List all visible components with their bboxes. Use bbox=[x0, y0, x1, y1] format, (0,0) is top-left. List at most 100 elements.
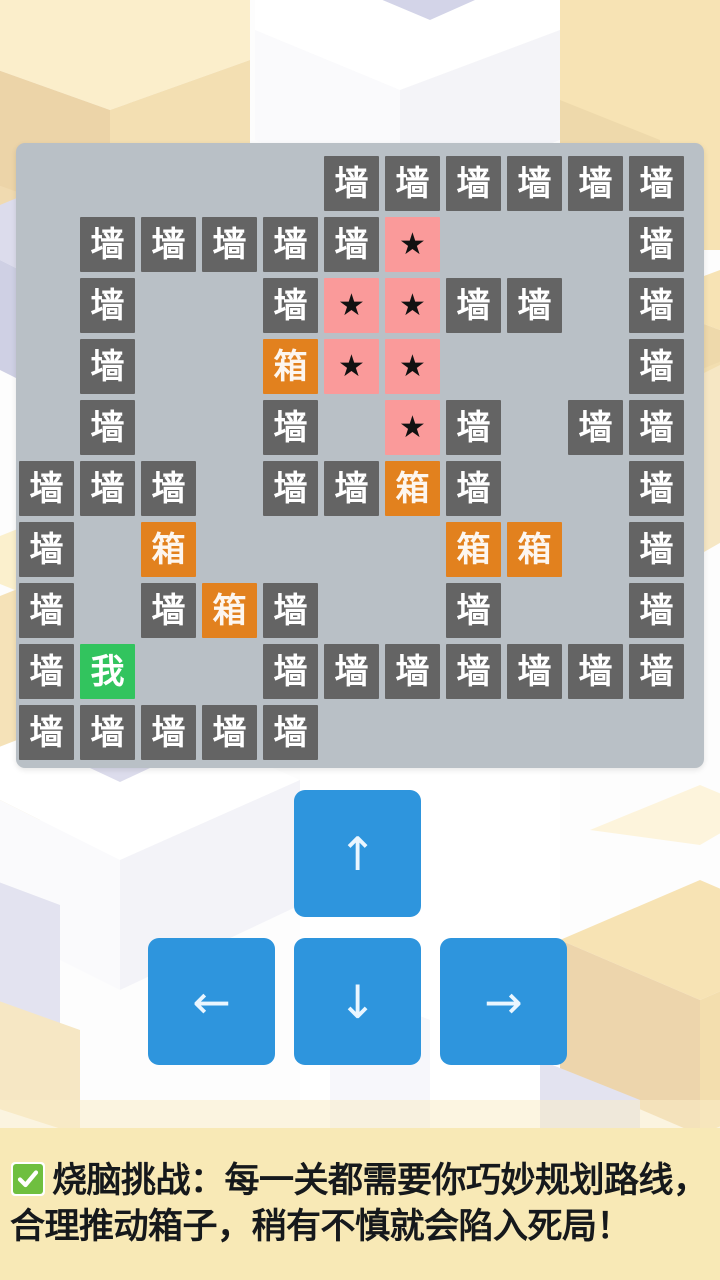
arrow-up-icon: ↑ bbox=[338, 826, 377, 881]
grid-cell-star: ★ bbox=[382, 214, 443, 275]
cell-label-empty bbox=[202, 400, 257, 455]
cell-label-wall: 墙 bbox=[629, 339, 684, 394]
cell-label-empty bbox=[202, 461, 257, 516]
grid-cell-empty bbox=[260, 519, 321, 580]
grid-cell-wall: 墙 bbox=[626, 214, 687, 275]
cell-label-wall: 墙 bbox=[629, 583, 684, 638]
grid-cell-wall: 墙 bbox=[16, 702, 77, 763]
cell-label-wall: 墙 bbox=[80, 339, 135, 394]
grid-cell-star: ★ bbox=[382, 397, 443, 458]
cell-label-empty bbox=[629, 705, 684, 760]
move-down-button[interactable]: ↓ bbox=[294, 938, 421, 1065]
grid-cell-star: ★ bbox=[382, 275, 443, 336]
grid-cell-wall: 墙 bbox=[16, 458, 77, 519]
cell-label-box: 箱 bbox=[385, 461, 440, 516]
grid-cell-empty bbox=[504, 336, 565, 397]
grid-cell-empty bbox=[138, 153, 199, 214]
cell-label-empty bbox=[568, 217, 623, 272]
grid-cell-wall: 墙 bbox=[504, 641, 565, 702]
grid-cell-empty bbox=[199, 519, 260, 580]
cell-label-empty bbox=[507, 705, 562, 760]
cell-label-wall: 墙 bbox=[141, 583, 196, 638]
grid-cell-wall: 墙 bbox=[626, 641, 687, 702]
cell-label-empty bbox=[568, 583, 623, 638]
grid-cell-empty bbox=[565, 580, 626, 641]
cell-label-wall: 墙 bbox=[263, 217, 318, 272]
white-check-mark-icon bbox=[11, 1161, 45, 1196]
move-right-button[interactable]: → bbox=[440, 938, 567, 1065]
grid-cell-box: 箱 bbox=[382, 458, 443, 519]
caption-banner: 烧脑挑战：每一关都需要你巧妙规划路线，合理推动箱子，稍有不慎就会陷入死局！ bbox=[0, 1128, 720, 1280]
grid-cell-wall: 墙 bbox=[260, 641, 321, 702]
grid-cell-wall: 墙 bbox=[260, 275, 321, 336]
move-left-button[interactable]: ← bbox=[148, 938, 275, 1065]
cell-label-wall: 墙 bbox=[385, 156, 440, 211]
grid-cell-wall: 墙 bbox=[16, 519, 77, 580]
grid-cell-wall: 墙 bbox=[565, 641, 626, 702]
grid-cell-wall: 墙 bbox=[321, 641, 382, 702]
grid-cell-empty bbox=[565, 702, 626, 763]
grid-cell-wall: 墙 bbox=[504, 275, 565, 336]
cell-label-empty bbox=[507, 461, 562, 516]
cell-label-wall: 墙 bbox=[80, 278, 135, 333]
arrow-left-icon: ← bbox=[192, 974, 231, 1029]
grid-cell-wall: 墙 bbox=[382, 641, 443, 702]
grid-cell-wall: 墙 bbox=[504, 153, 565, 214]
grid-cell-wall: 墙 bbox=[565, 397, 626, 458]
grid-cell-wall: 墙 bbox=[626, 458, 687, 519]
cell-label-empty bbox=[141, 644, 196, 699]
grid-cell-empty bbox=[382, 519, 443, 580]
cell-label-empty bbox=[19, 156, 74, 211]
cell-label-empty bbox=[324, 583, 379, 638]
grid-cell-wall: 墙 bbox=[77, 214, 138, 275]
cell-label-empty bbox=[507, 400, 562, 455]
game-board[interactable]: 墙墙墙墙墙墙墙墙墙墙墙★墙墙墙★★墙墙墙墙箱★★墙墙墙★墙墙墙墙墙墙墙墙箱墙墙墙… bbox=[16, 143, 704, 768]
grid-cell-wall: 墙 bbox=[77, 336, 138, 397]
cell-label-wall: 墙 bbox=[80, 461, 135, 516]
cell-label-wall: 墙 bbox=[446, 156, 501, 211]
grid-cell-box: 箱 bbox=[138, 519, 199, 580]
grid-cell-wall: 墙 bbox=[565, 153, 626, 214]
grid-cell-empty bbox=[443, 702, 504, 763]
caption-body: 烧脑挑战：每一关都需要你巧妙规划路线，合理推动箱子，稍有不慎就会陷入死局！ bbox=[10, 1160, 708, 1247]
cell-label-wall: 墙 bbox=[324, 461, 379, 516]
cell-label-wall: 墙 bbox=[507, 278, 562, 333]
cell-label-empty bbox=[19, 400, 74, 455]
grid-cell-wall: 墙 bbox=[260, 397, 321, 458]
cell-label-wall: 墙 bbox=[19, 583, 74, 638]
cell-label-star: ★ bbox=[385, 400, 440, 455]
cell-label-empty bbox=[385, 705, 440, 760]
cell-label-wall: 墙 bbox=[141, 461, 196, 516]
cell-label-wall: 墙 bbox=[507, 156, 562, 211]
cell-label-wall: 墙 bbox=[385, 644, 440, 699]
cell-label-wall: 墙 bbox=[324, 217, 379, 272]
cell-label-wall: 墙 bbox=[446, 583, 501, 638]
cell-label-wall: 墙 bbox=[80, 217, 135, 272]
cell-label-empty bbox=[80, 583, 135, 638]
grid-cell-wall: 墙 bbox=[260, 580, 321, 641]
grid-cell-empty bbox=[260, 153, 321, 214]
cell-label-empty bbox=[568, 339, 623, 394]
grid-cell-empty bbox=[77, 519, 138, 580]
grid-cell-empty bbox=[504, 214, 565, 275]
grid-cell-wall: 墙 bbox=[260, 214, 321, 275]
grid-cell-empty bbox=[199, 458, 260, 519]
cell-label-empty bbox=[385, 522, 440, 577]
cell-label-empty bbox=[141, 400, 196, 455]
grid-cell-empty bbox=[199, 336, 260, 397]
cell-label-star: ★ bbox=[385, 278, 440, 333]
cell-label-wall: 墙 bbox=[446, 461, 501, 516]
grid-cell-box: 箱 bbox=[199, 580, 260, 641]
move-up-button[interactable]: ↑ bbox=[294, 790, 421, 917]
cell-label-empty bbox=[324, 400, 379, 455]
cell-label-wall: 墙 bbox=[446, 644, 501, 699]
cell-label-wall: 墙 bbox=[446, 400, 501, 455]
cell-label-empty bbox=[568, 278, 623, 333]
grid-cell-empty bbox=[16, 336, 77, 397]
grid-cell-empty bbox=[16, 214, 77, 275]
grid-cell-empty bbox=[626, 702, 687, 763]
cell-label-wall: 墙 bbox=[19, 644, 74, 699]
cell-label-wall: 墙 bbox=[324, 156, 379, 211]
cell-label-empty bbox=[263, 522, 318, 577]
grid-cell-wall: 墙 bbox=[443, 641, 504, 702]
